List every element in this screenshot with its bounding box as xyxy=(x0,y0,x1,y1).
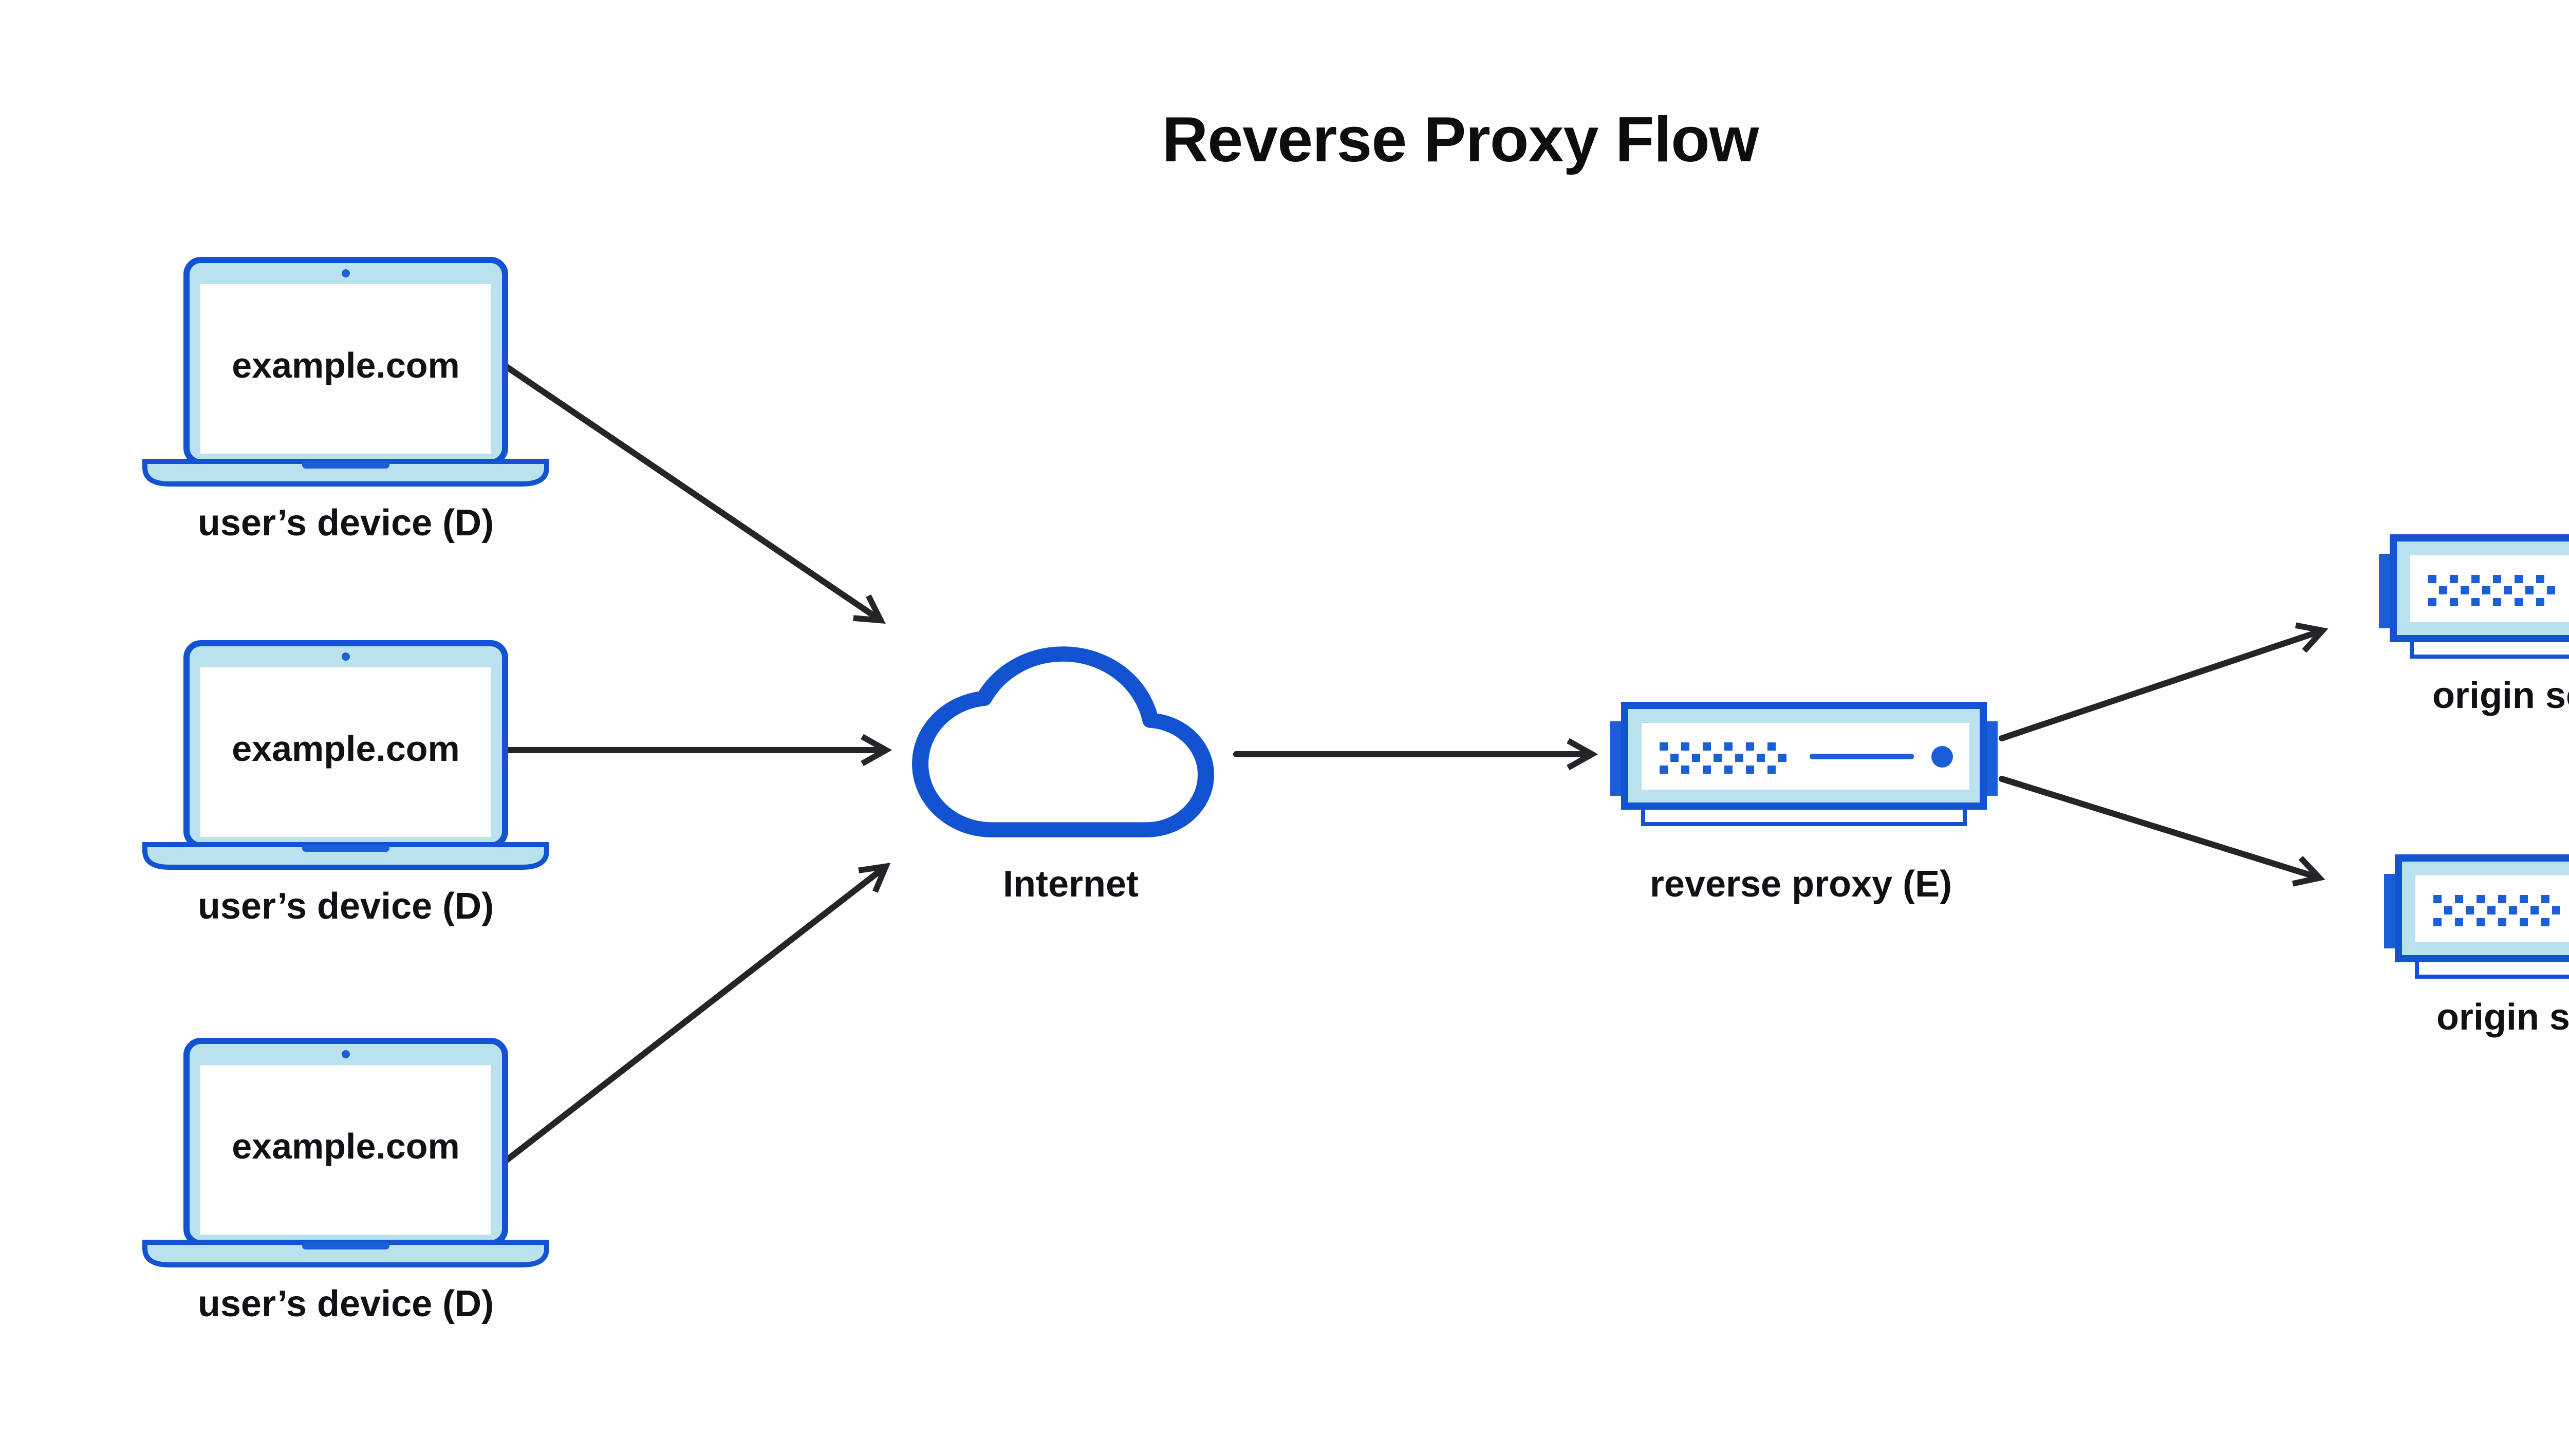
cloud-icon xyxy=(912,646,1215,837)
server-icon xyxy=(2384,858,2569,977)
reverse-proxy-caption: reverse proxy (E) xyxy=(1649,864,1952,905)
internet-caption: Internet xyxy=(1002,864,1139,905)
device-caption: user’s device (D) xyxy=(197,886,494,927)
server-icon xyxy=(2379,538,2569,657)
arrow-proxy-to-origin2 xyxy=(1999,776,2325,887)
diagram-title: Reverse Proxy Flow xyxy=(1162,104,1759,175)
device-screen-text: example.com xyxy=(232,1126,460,1166)
arrow-device3-to-internet xyxy=(501,863,891,1165)
device-screen-text: example.com xyxy=(232,345,460,385)
device-caption: user’s device (D) xyxy=(197,1283,494,1324)
device-screen-text: example.com xyxy=(232,729,460,769)
cloud-outline xyxy=(912,646,1215,837)
server-icon xyxy=(1610,705,1998,824)
device-caption: user’s device (D) xyxy=(197,502,494,544)
arrow-proxy-to-origin1 xyxy=(1999,622,2329,741)
edges xyxy=(501,363,2329,1165)
arrow-device1-to-internet xyxy=(502,363,886,624)
origin-server-caption: origin server (F) xyxy=(2432,675,2569,716)
origin-server-caption: origin server (F) xyxy=(2436,997,2569,1038)
